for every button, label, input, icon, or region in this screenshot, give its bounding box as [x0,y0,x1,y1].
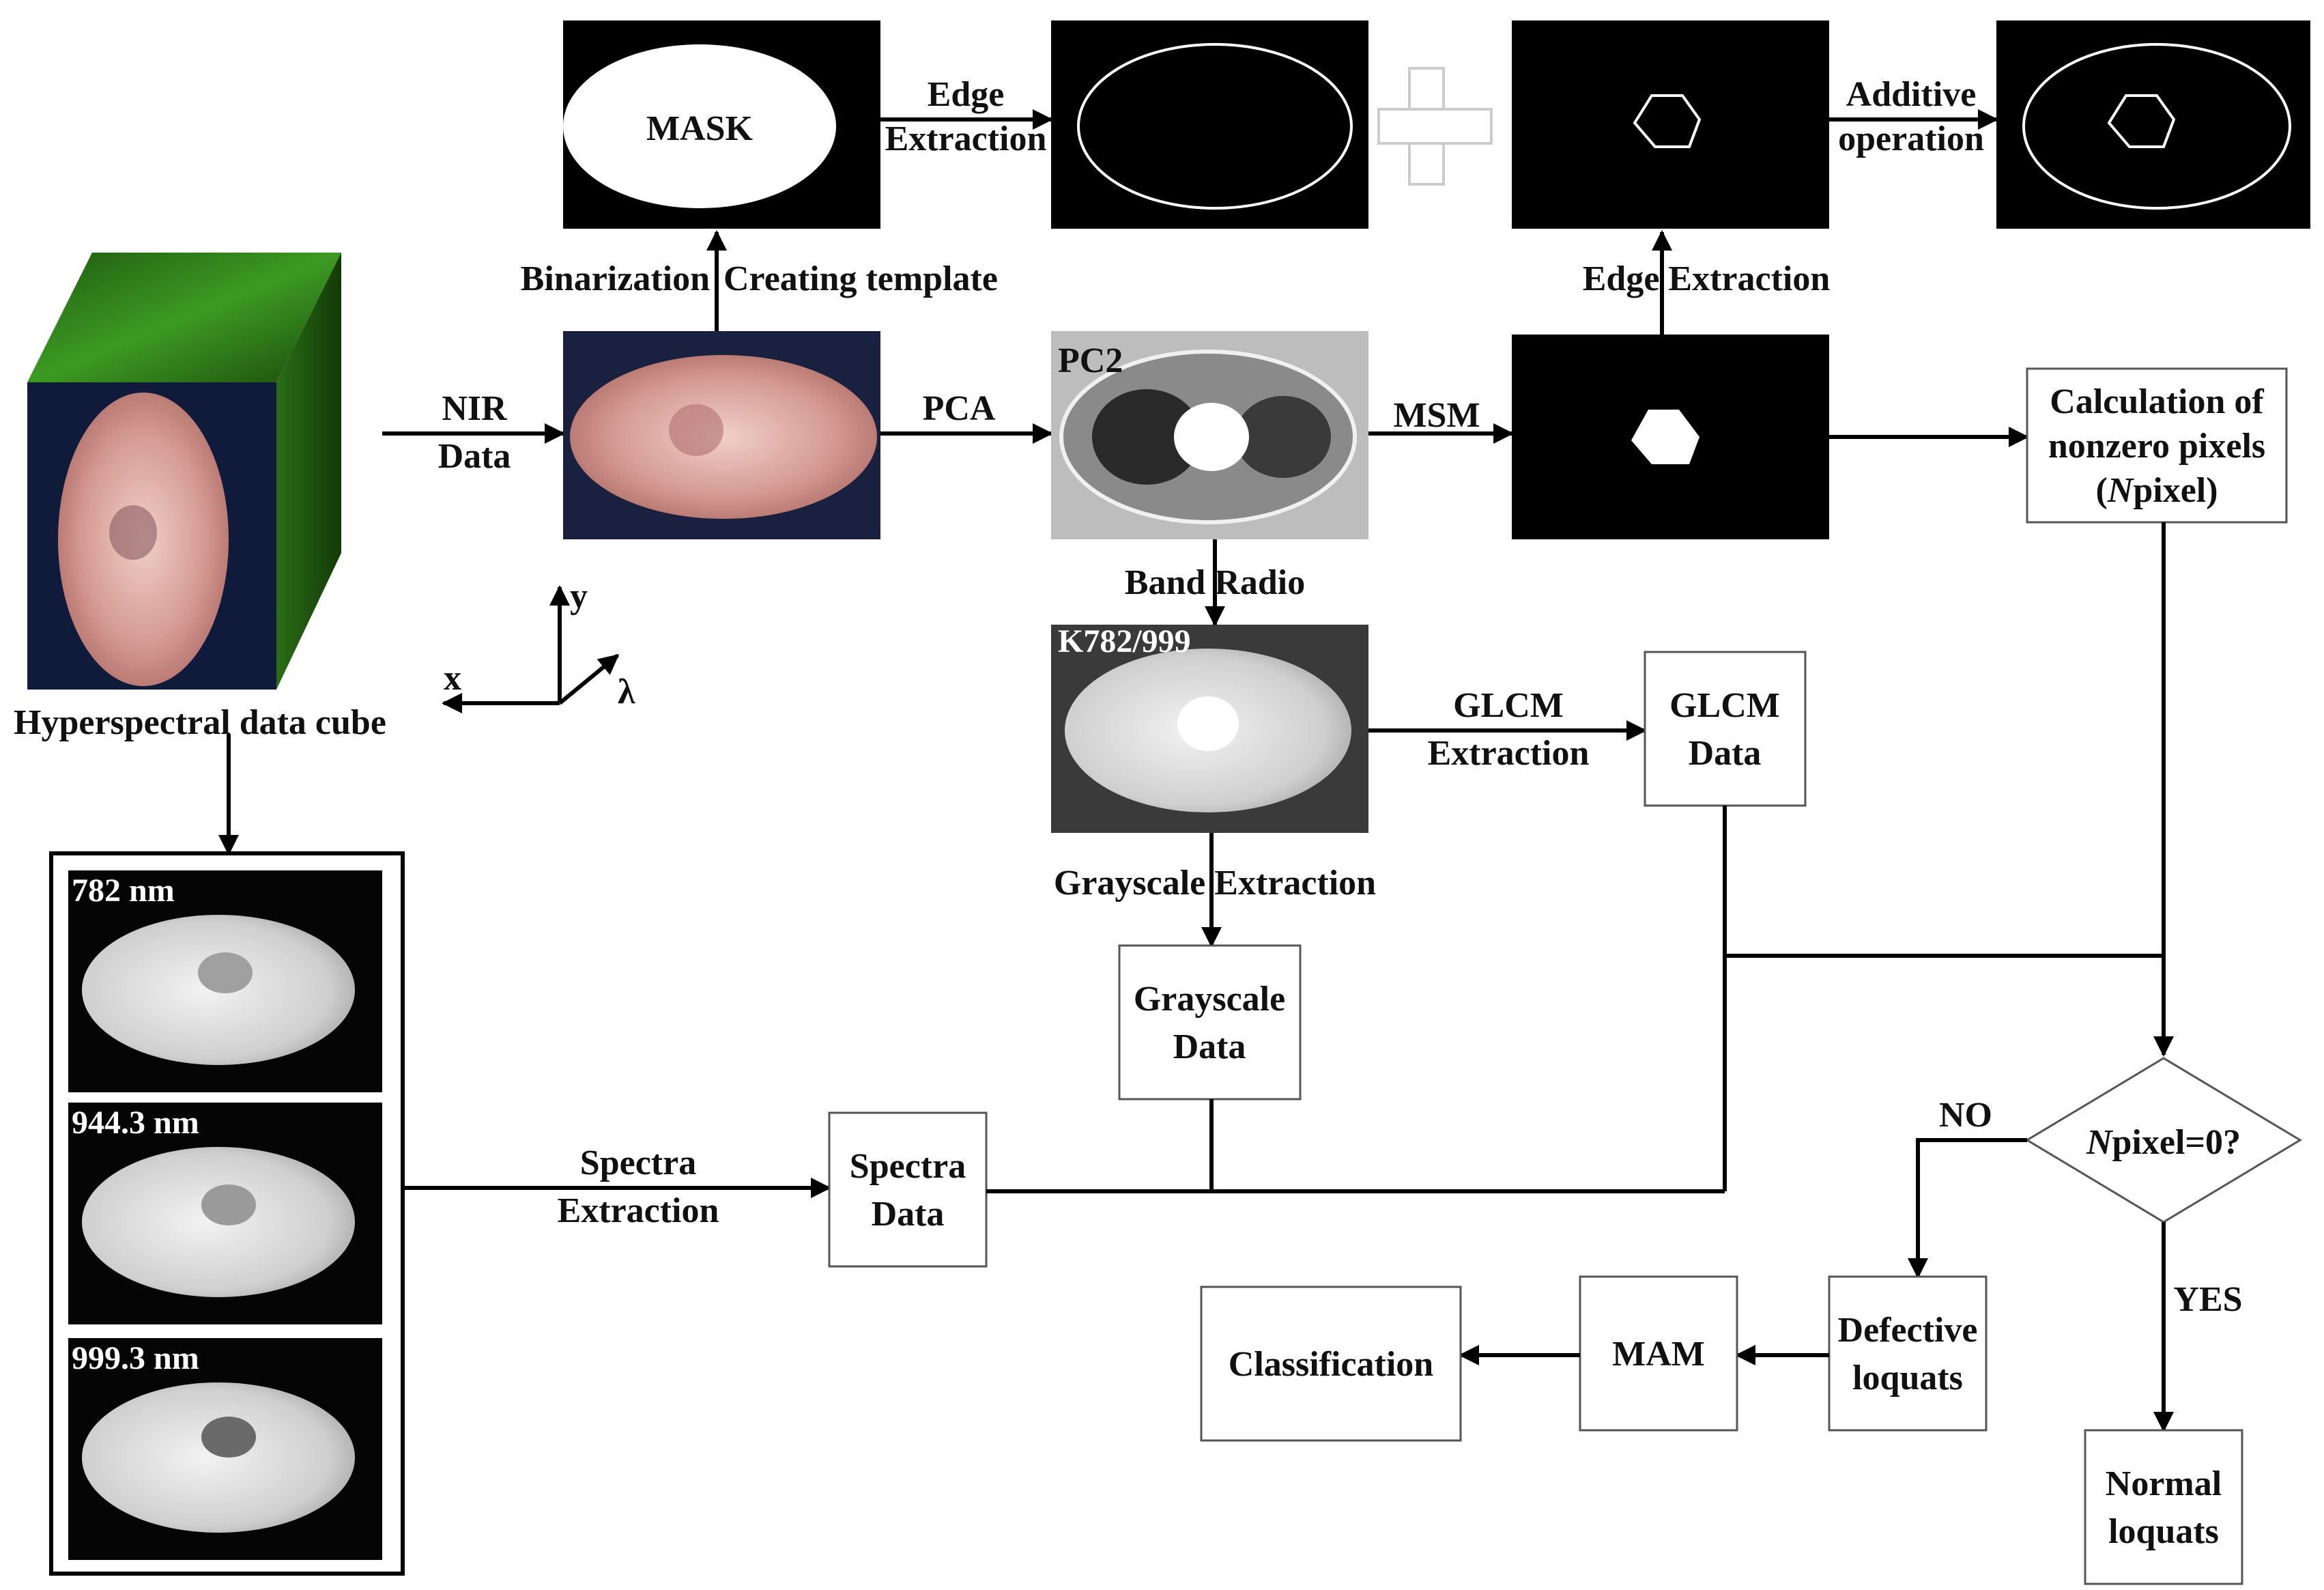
pca-label: PCA [923,389,996,428]
edge-extraction-line2: Extraction [885,119,1047,158]
msm-label: MSM [1393,396,1480,435]
band-radio-label: Band Radio [1125,563,1305,602]
band-images-panel: 782 nm 944.3 nm 999.3 nm [49,851,405,1576]
binarization-label: Binarization [521,259,710,298]
grayscale-extraction-label: Grayscale Extraction [1054,864,1376,903]
calc-line1: Calculation of [2050,382,2264,421]
merge-connectors [986,522,2174,1193]
defective-line1: Defective [1838,1311,1978,1350]
normal-line1: Normal [2106,1464,2222,1503]
msm-image [1512,335,1829,539]
spectra-data-box: Spectra Data [828,1111,988,1268]
defective-loquats-box: Defective loquats [1828,1275,1988,1432]
outer-edge-image [1051,20,1368,229]
calc-nonzero-box: Calculation of nonzero pixels (Npixel) [2026,367,2288,524]
band-label-782: 782 nm [72,872,175,909]
band-label-944: 944.3 nm [72,1105,199,1141]
creating-template-label: Creating template [723,259,998,298]
calc-line2: nonzero pixels [2048,427,2265,466]
band-image-944: 944.3 nm [68,1103,382,1324]
grayscale-data-box: Grayscale Data [1118,944,1302,1101]
band-image-999: 999.3 nm [68,1338,382,1560]
plus-symbol [1377,67,1493,186]
pc2-label: PC2 [1058,341,1123,380]
nir-label-line2: Data [438,437,511,476]
yes-label: YES [2173,1280,2242,1319]
cube-face-label: NIR [340,348,410,425]
pc2-image: PC2 [1051,331,1368,539]
axis-y-label: y [570,577,588,616]
edge-extraction-up-label: Edge Extraction [1583,259,1831,298]
cube-side-face [276,253,341,690]
arrow-no-branch [1908,1138,2027,1279]
cube-caption: Hyperspectral data cube [14,703,386,742]
mam-box: MAM [1579,1275,1738,1432]
grayscale-line2: Data [1173,1027,1246,1066]
spectra-extraction-line1: Spectra [580,1144,696,1182]
defect-edge-image [1512,20,1829,229]
decision-diamond: Npixel=0? [2025,1057,2302,1223]
spectra-line2: Data [872,1195,945,1234]
nir-color-image [563,331,880,539]
k782-label: K782/999 [1058,623,1191,659]
band-image-782: 782 nm [68,870,382,1092]
nir-label-line1: NIR [442,389,508,428]
cube-top-face [27,253,341,382]
defective-line2: loquats [1852,1359,1963,1397]
spectra-line1: Spectra [850,1147,966,1186]
classification-text: Classification [1229,1345,1434,1384]
decision-text: Npixel=0? [2086,1123,2241,1162]
glcm-extraction-line1: GLCM [1453,686,1564,725]
edge-extraction-line1: Edge [928,75,1005,114]
spectra-extraction-line2: Extraction [558,1191,719,1230]
k782-image: K782/999 [1051,623,1368,833]
combined-edge-image [1996,20,2310,229]
mask-image: MASK [563,20,880,229]
normal-line2: loquats [2108,1512,2219,1551]
glcm-line2: Data [1689,734,1762,773]
classification-box: Classification [1200,1286,1462,1442]
additive-line2: operation [1838,119,1984,158]
glcm-data-box: GLCM Data [1644,651,1807,807]
mam-text: MAM [1612,1335,1705,1374]
band-label-999: 999.3 nm [72,1340,199,1376]
grayscale-line1: Grayscale [1134,980,1285,1019]
axis-lambda-label: λ [618,672,635,711]
no-label: NO [1939,1096,1992,1135]
axis-x-label: x [444,659,461,698]
glcm-line1: GLCM [1669,686,1780,725]
cube-fruit-defect [109,505,157,560]
additive-line1: Additive [1846,75,1977,114]
mask-text: MASK [646,109,754,148]
normal-loquats-box: Normal loquats [2084,1429,2243,1585]
hyperspectral-cube: NIR [27,253,410,690]
glcm-extraction-line2: Extraction [1428,734,1590,773]
axes-indicator: y x λ [442,577,635,713]
calc-line3: (Npixel) [2095,471,2218,510]
